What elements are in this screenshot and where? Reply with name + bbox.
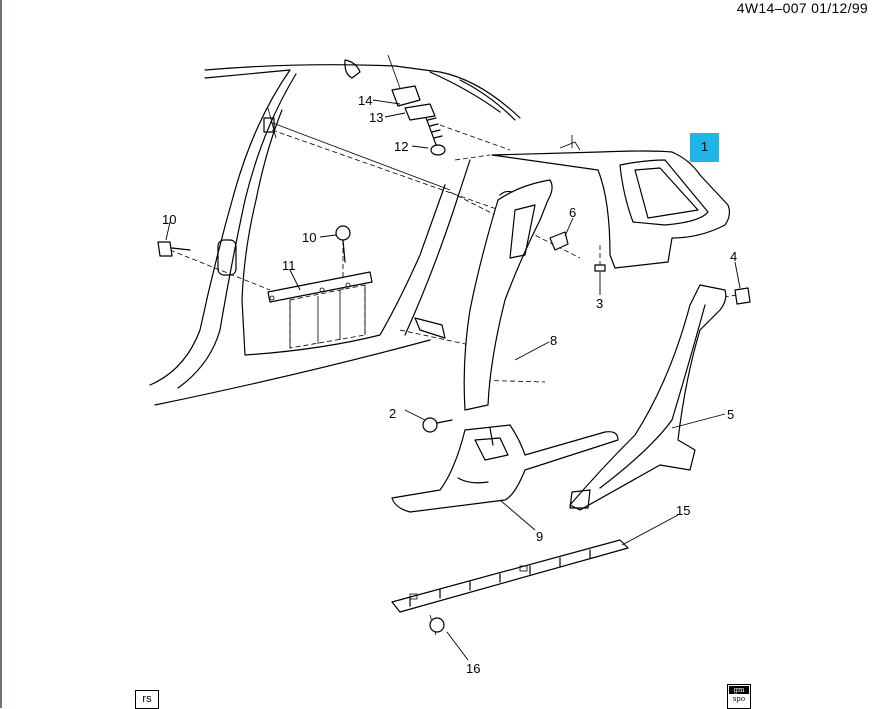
part-8-pillar-trim: [463, 179, 553, 411]
part-9-sill-plate: [391, 424, 619, 513]
callout-10-left: 10: [162, 212, 176, 227]
part-15-retainer: [391, 539, 629, 613]
body-shell: [149, 59, 521, 406]
callout-5: 5: [727, 407, 734, 422]
part-5-lower-trim: [569, 284, 727, 511]
callout-14: 14: [358, 93, 372, 108]
left-edge-border: [0, 0, 2, 708]
callout-12: 12: [394, 139, 408, 154]
callout-9: 9: [536, 529, 543, 544]
callout-8: 8: [550, 333, 557, 348]
document-id: 4W14–007 01/12/99: [736, 0, 868, 16]
gm-spo-logo: gm spo: [727, 684, 751, 709]
part-11-bracket: [267, 271, 373, 349]
gm-logo-bottom: spo: [732, 695, 746, 703]
callout-1[interactable]: 1: [700, 139, 709, 154]
gm-logo-top: gm: [729, 686, 749, 694]
callout-10-center: 10: [302, 230, 316, 245]
callout-labels: 2 3 4 5 6 8 9 10 10 11 12 13 14 15 16: [162, 93, 737, 676]
callout-15: 15: [676, 503, 690, 518]
callout-13: 13: [369, 110, 383, 125]
callout-11: 11: [282, 258, 296, 273]
leader-lines: [165, 99, 741, 661]
part-1-quarter-trim: [491, 135, 731, 269]
fasteners: [157, 54, 751, 633]
rs-stamp: rs: [135, 690, 159, 709]
callout-4: 4: [730, 249, 737, 264]
callout-16: 16: [466, 661, 480, 676]
callout-3: 3: [596, 296, 603, 311]
callout-6: 6: [569, 205, 576, 220]
highlight-marker[interactable]: [690, 133, 719, 162]
callout-2: 2: [389, 406, 396, 421]
